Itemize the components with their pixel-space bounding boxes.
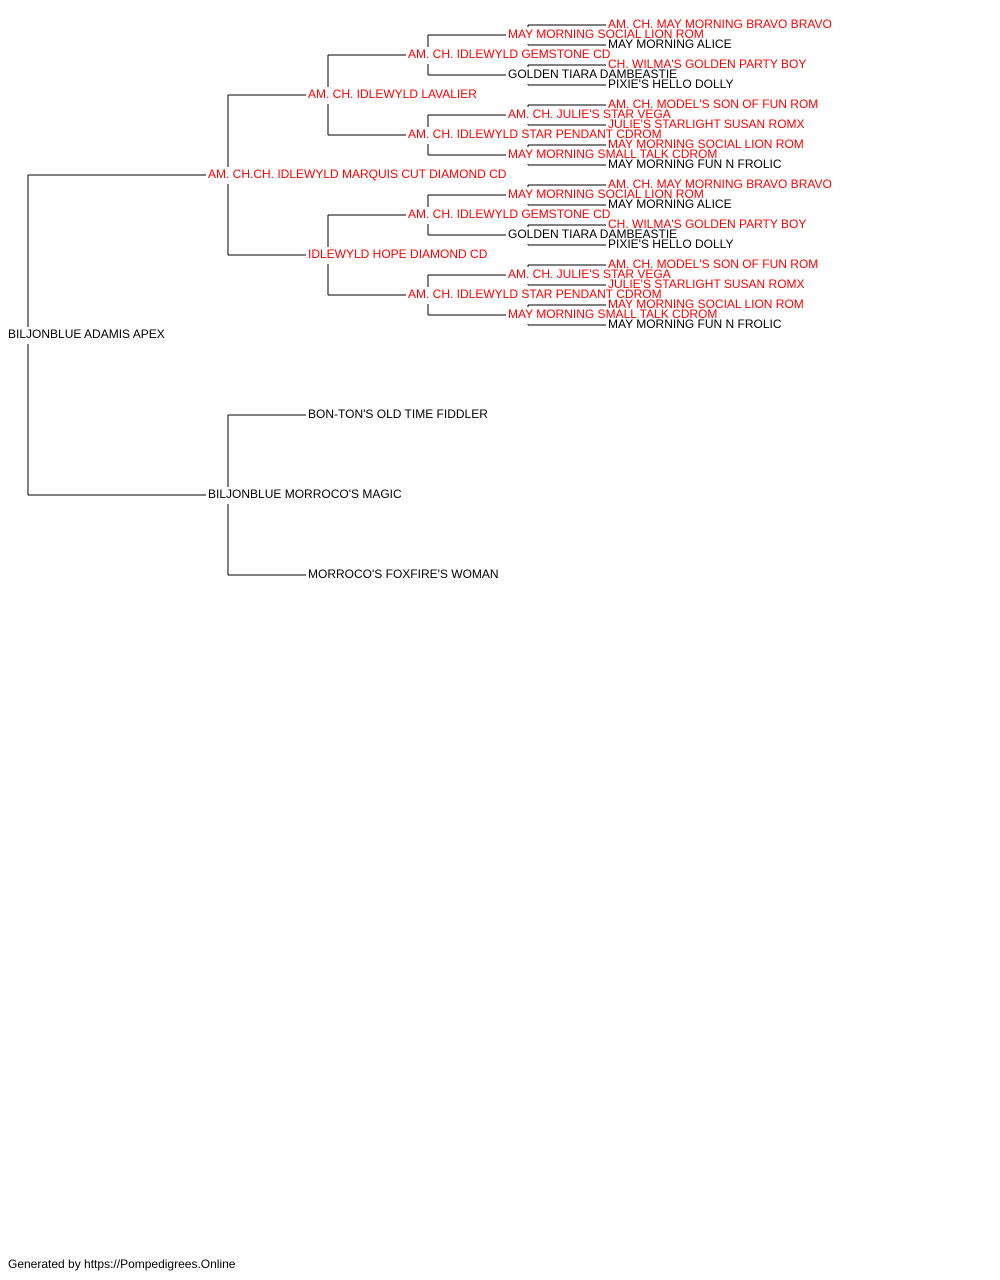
ancestor-name: AM. CH. MODEL'S SON OF FUN ROM <box>608 97 818 111</box>
ancestor-name: AM. CH. JULIE'S STAR VEGA <box>508 267 671 281</box>
ancestor-name: MAY MORNING ALICE <box>608 37 732 51</box>
ancestor-name: MAY MORNING SOCIAL LION ROM <box>608 297 804 311</box>
ancestor-name: MAY MORNING FUN N FROLIC <box>608 157 782 171</box>
ancestor-name: PIXIE'S HELLO DOLLY <box>608 237 733 251</box>
ancestor-name: BON-TON'S OLD TIME FIDDLER <box>308 407 488 421</box>
ancestor-name: AM. CH. IDLEWYLD STAR PENDANT CDROM <box>408 287 662 301</box>
ancestor-name: AM. CH.CH. IDLEWYLD MARQUIS CUT DIAMOND … <box>208 167 507 181</box>
ancestor-name: MAY MORNING SOCIAL LION ROM <box>508 27 704 41</box>
ancestor-name: MAY MORNING ALICE <box>608 197 732 211</box>
ancestor-name: AM. CH. MAY MORNING BRAVO BRAVO <box>608 17 832 31</box>
ancestor-name: MAY MORNING SOCIAL LION ROM <box>508 187 704 201</box>
ancestor-name: MAY MORNING SMALL TALK CDROM <box>508 147 717 161</box>
ancestor-name: AM. CH. MAY MORNING BRAVO BRAVO <box>608 177 832 191</box>
ancestor-name: MAY MORNING FUN N FROLIC <box>608 317 782 331</box>
ancestor-name: PIXIE'S HELLO DOLLY <box>608 77 733 91</box>
footer-credit: Generated by https://Pompedigrees.Online <box>8 1257 236 1271</box>
subject-dog-name: BILJONBLUE ADAMIS APEX <box>8 327 165 341</box>
ancestor-name: CH. WILMA'S GOLDEN PARTY BOY <box>608 57 806 71</box>
ancestor-name: GOLDEN TIARA DAMBEASTIE <box>508 227 677 241</box>
ancestor-name: AM. CH. IDLEWYLD STAR PENDANT CDROM <box>408 127 662 141</box>
pedigree-tree: BILJONBLUE ADAMIS APEX AM. CH.CH. IDLEWYL… <box>8 17 832 581</box>
ancestor-name: MORROCO'S FOXFIRE'S WOMAN <box>308 567 499 581</box>
ancestor-name: CH. WILMA'S GOLDEN PARTY BOY <box>608 217 806 231</box>
ancestor-name: GOLDEN TIARA DAMBEASTIE <box>508 67 677 81</box>
ancestor-name: AM. CH. IDLEWYLD GEMSTONE CD <box>408 47 611 61</box>
ancestor-name: AM. CH. JULIE'S STAR VEGA <box>508 107 671 121</box>
ancestor-name: IDLEWYLD HOPE DIAMOND CD <box>308 247 488 261</box>
ancestor-name: MAY MORNING SMALL TALK CDROM <box>508 307 717 321</box>
ancestor-name: MAY MORNING SOCIAL LION ROM <box>608 137 804 151</box>
ancestor-name: AM. CH. MODEL'S SON OF FUN ROM <box>608 257 818 271</box>
ancestor-name: AM. CH. IDLEWYLD GEMSTONE CD <box>408 207 611 221</box>
ancestor-name: JULIE'S STARLIGHT SUSAN ROMX <box>608 277 805 291</box>
ancestor-name: JULIE'S STARLIGHT SUSAN ROMX <box>608 117 805 131</box>
ancestor-name: BILJONBLUE MORROCO'S MAGIC <box>208 487 402 501</box>
ancestor-name: AM. CH. IDLEWYLD LAVALIER <box>308 87 477 101</box>
